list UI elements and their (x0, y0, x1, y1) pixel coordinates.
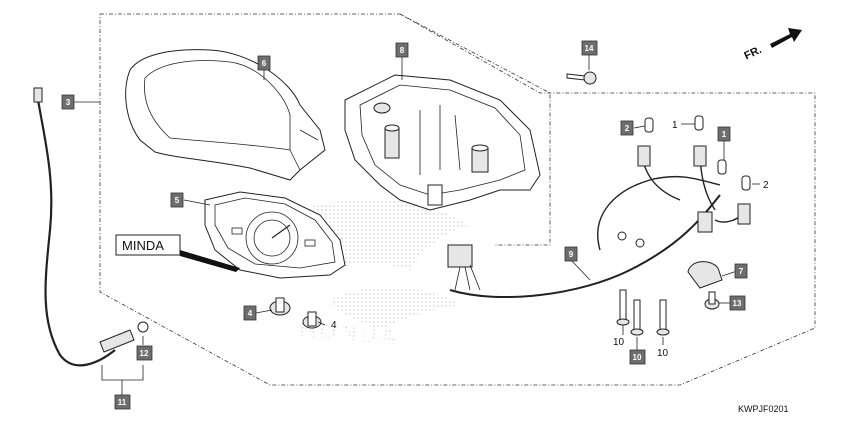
callout-10-plain-a: 10 (613, 337, 625, 348)
callout-7: 7 (734, 263, 748, 279)
callout-2-plain: 2 (763, 180, 769, 191)
meter-case-part (344, 74, 541, 211)
front-direction-indicator: FR. (742, 28, 802, 62)
front-arrow-icon (770, 28, 802, 48)
callout-13: 13 (729, 295, 746, 311)
svg-text:8: 8 (400, 46, 405, 55)
screw-part-14 (566, 71, 597, 85)
svg-text:9: 9 (569, 250, 574, 259)
callout-14: 14 (581, 40, 598, 56)
callout-8: 8 (395, 42, 409, 58)
svg-text:12: 12 (140, 349, 149, 358)
callout-10-plain-b: 10 (657, 348, 669, 359)
svg-text:13: 13 (733, 299, 742, 308)
inner-frame (399, 13, 551, 246)
bolt-parts-10 (616, 289, 670, 336)
svg-text:11: 11 (118, 398, 127, 407)
meter-cover-part (125, 49, 326, 181)
callout-11: 11 (114, 394, 131, 410)
callout-9: 9 (564, 246, 578, 262)
svg-text:4: 4 (248, 309, 253, 318)
bolt-parts-4 (269, 297, 322, 329)
callout-5: 5 (170, 192, 184, 208)
svg-text:14: 14 (585, 44, 594, 53)
callout-1-plain: 1 (672, 120, 678, 131)
svg-text:1: 1 (722, 130, 727, 139)
speedometer-cable-part (33, 87, 149, 367)
manufacturer-label: MINDA (115, 234, 240, 272)
svg-text:10: 10 (657, 348, 669, 359)
direction-label: FR. (742, 44, 763, 62)
svg-text:1: 1 (672, 120, 678, 131)
svg-text:2: 2 (763, 180, 769, 191)
callout-4-boxed: 4 (243, 305, 257, 321)
clamp-part-7 (687, 261, 723, 289)
svg-text:7: 7 (739, 267, 744, 276)
diagram-code: KWPJF0201 (738, 404, 789, 414)
svg-text:10: 10 (633, 353, 642, 362)
callout-1-boxed: 1 (717, 126, 731, 142)
bulb-parts (644, 115, 751, 191)
brand-label: MINDA (122, 238, 164, 253)
meter-assembly-part (204, 191, 346, 279)
svg-text:6: 6 (262, 59, 267, 68)
callout-4-plain: 4 (331, 320, 337, 331)
wire-harness-part (447, 145, 751, 298)
callout-3: 3 (61, 94, 75, 110)
svg-text:10: 10 (613, 337, 625, 348)
svg-text:2: 2 (625, 124, 630, 133)
callout-10-boxed: 10 (629, 349, 646, 365)
screw-part-13 (704, 291, 720, 310)
callout-12: 12 (136, 345, 153, 361)
leader-lines (74, 55, 760, 395)
callout-6: 6 (257, 55, 271, 71)
svg-text:3: 3 (66, 98, 71, 107)
callout-2-boxed: 2 (620, 120, 634, 136)
assembly-frame (99, 13, 816, 386)
svg-text:5: 5 (175, 196, 180, 205)
svg-text:4: 4 (331, 320, 337, 331)
